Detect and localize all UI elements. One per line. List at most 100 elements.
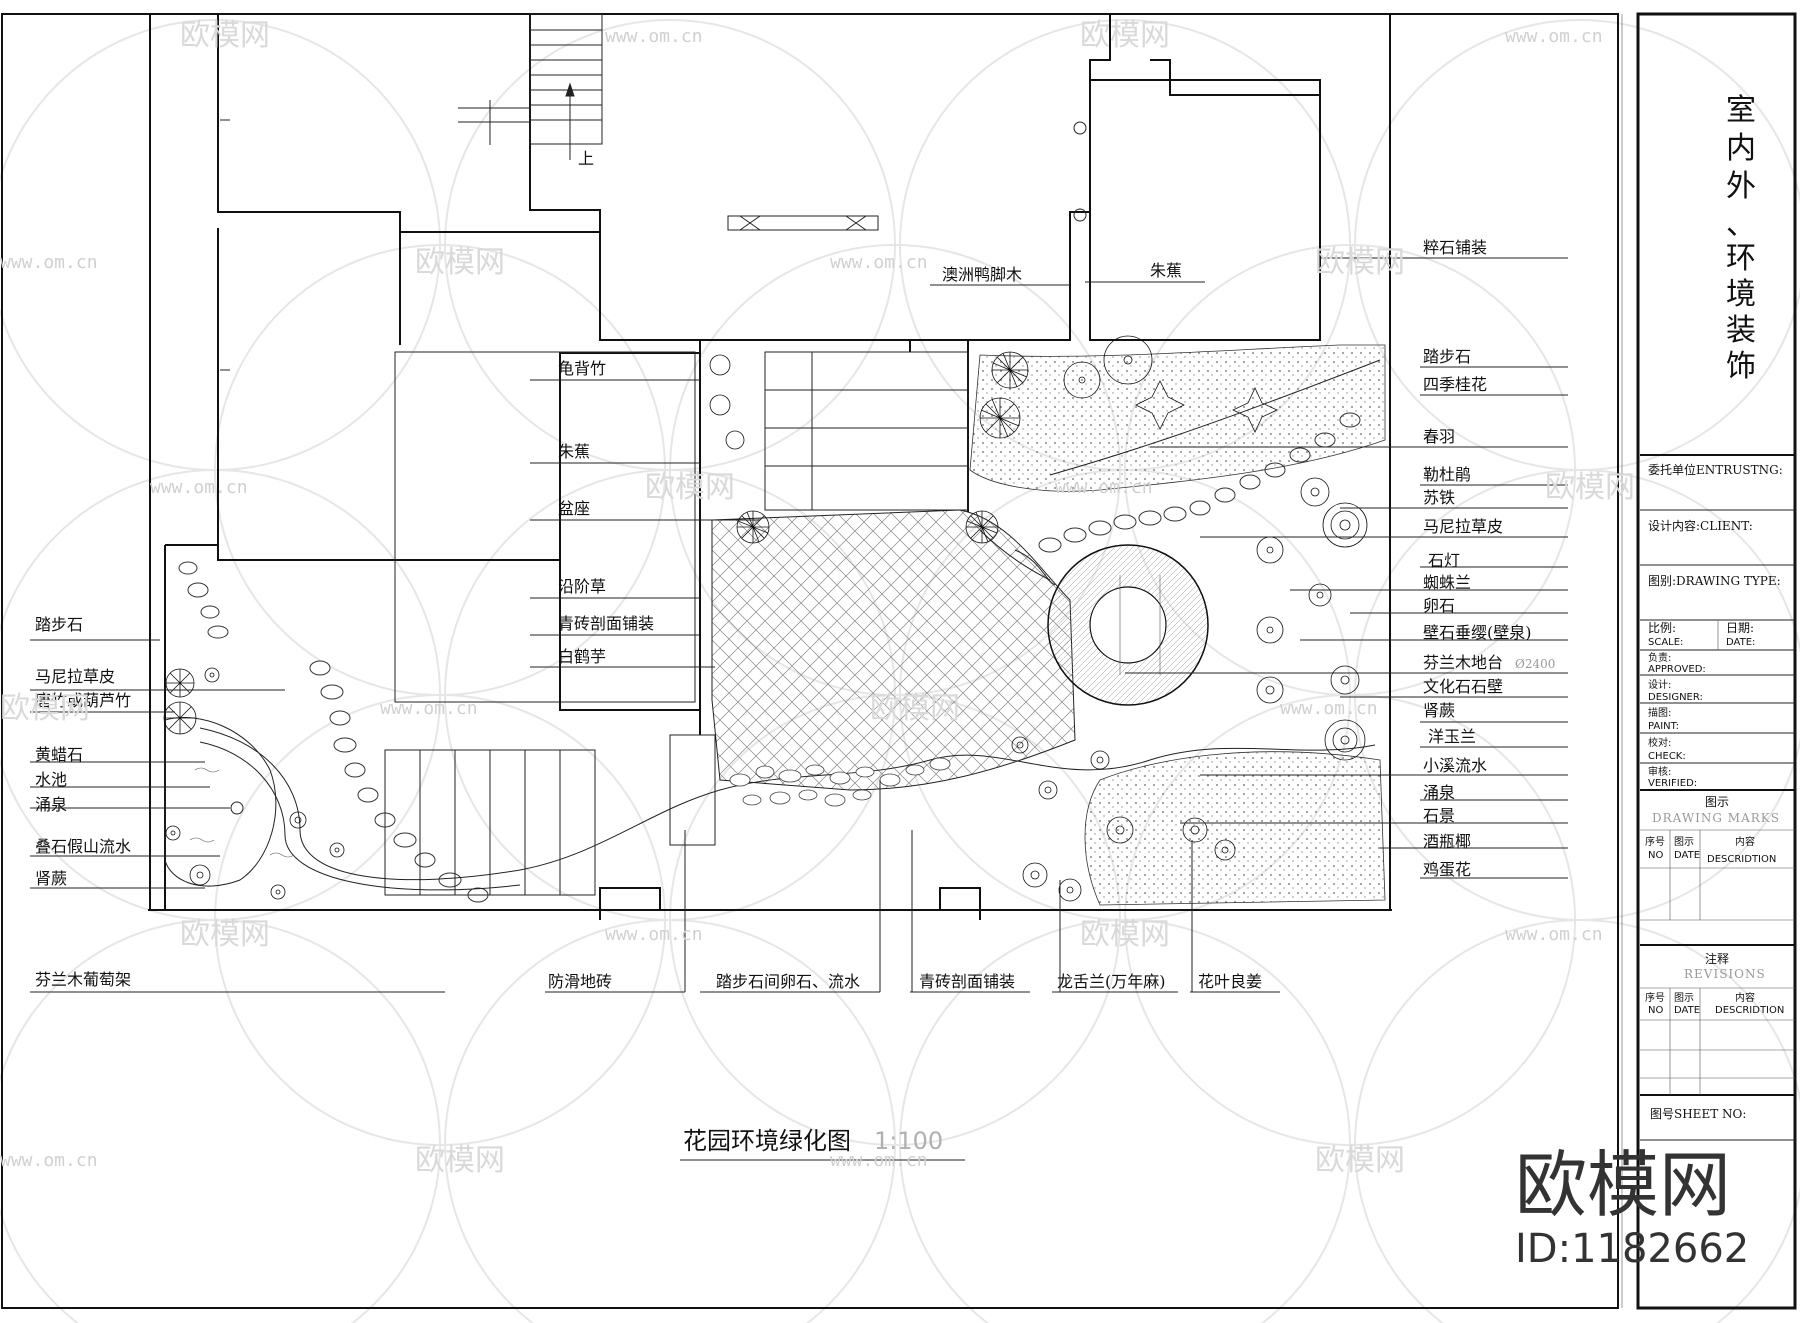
label-luanshi: 卵石	[1423, 596, 1455, 615]
vt-char-6: 境	[1726, 277, 1756, 312]
labels-bottom: 防滑地砖 踏步石间卵石、流水 青砖剖面铺装 龙舌兰(万年麻) 花叶良姜	[548, 972, 1262, 991]
label-jiuping: 酒瓶椰	[1423, 832, 1471, 851]
label-tangzhu: 唐竹或葫芦竹	[35, 691, 131, 710]
label-huaye: 花叶良姜	[1198, 972, 1262, 991]
tb-rev-cn: 注释	[1705, 951, 1729, 966]
sheet-border	[1, 13, 1619, 1309]
window-symbols	[220, 119, 1087, 703]
label-jidanhua: 鸡蛋花	[1423, 860, 1471, 879]
label-shenjue-right: 肾蕨	[1423, 701, 1455, 720]
wm-brand-5: 欧模网	[645, 470, 735, 505]
label-guihua: 四季桂花	[1423, 375, 1487, 394]
label-wenhuashi: 文化石石壁	[1423, 677, 1503, 696]
vt-char-4: 、	[1726, 207, 1756, 242]
wm-url-7: www.om.cn	[380, 698, 478, 719]
tb-paint-cn: 描图:	[1648, 706, 1671, 719]
label-yongquan-right: 涌泉	[1423, 783, 1455, 802]
vt-char-8: 饰	[1726, 349, 1756, 384]
labels-right: 粹石铺装 踏步石 四季桂花 春羽 勒杜鹃 苏铁 马尼拉草皮 石灯 蜘蛛兰 卵石 …	[1423, 238, 1555, 879]
stair-up-label: 上	[578, 149, 594, 168]
plant-symbols	[163, 335, 1368, 902]
tb-scale-cn: 比例:	[1648, 621, 1676, 635]
leader-lines	[30, 257, 1568, 993]
label-yanjiecao: 沿阶草	[558, 577, 606, 596]
drawing-title: 花园环境绿化图 1:100	[680, 1127, 965, 1161]
tb-desc-en: DESCRIDTION	[1707, 854, 1776, 865]
label-cuishi: 粹石铺装	[1423, 238, 1487, 257]
vt-char-7: 装	[1726, 313, 1756, 348]
wm-brand-10: 欧模网	[1080, 917, 1170, 952]
labels-left: 踏步石 马尼拉草皮 唐竹或葫芦竹 黄蜡石 水池 涌泉 叠石假山流水 肾蕨 芬兰木…	[35, 615, 131, 989]
wm-brand-11: 欧模网	[415, 1143, 505, 1178]
wm-url-3: www.om.cn	[0, 252, 98, 273]
pergola	[384, 749, 596, 896]
tb-no2-cn: 序号	[1645, 991, 1665, 1004]
tb-date-en: DATE:	[1726, 637, 1755, 648]
drawing-scale-text: 1:100	[874, 1127, 943, 1155]
tb-date-cn: 日期:	[1726, 621, 1754, 635]
label-shenjue-left: 肾蕨	[35, 869, 67, 888]
label-manila-left: 马尼拉草皮	[35, 667, 115, 686]
label-baiheyu: 白鹤芋	[558, 647, 606, 666]
tb-date2-en: DATE	[1674, 850, 1700, 861]
label-manila-right: 马尼拉草皮	[1423, 517, 1503, 536]
tb-rev-en: REVISIONS	[1684, 967, 1766, 981]
pond-rockery	[164, 716, 295, 887]
label-longshe: 龙舌兰(万年麻)	[1057, 972, 1166, 991]
label-fanghua: 防滑地砖	[548, 972, 612, 991]
lattice-paving	[711, 509, 1076, 791]
wm-url-11: www.om.cn	[0, 1150, 98, 1171]
pebbles-band	[729, 757, 951, 807]
label-chunyu: 春羽	[1423, 427, 1455, 446]
brand-logo-text: 欧模网	[1515, 1143, 1731, 1227]
wm-url-6: www.om.cn	[1055, 477, 1153, 498]
wm-url-10: www.om.cn	[1505, 924, 1603, 945]
wm-brand-9: 欧模网	[180, 917, 270, 952]
label-yazhuomu: 澳洲鸭脚木	[942, 265, 1022, 284]
gravel-area	[969, 344, 1386, 492]
label-ditai: 芬兰木地台	[1423, 653, 1503, 672]
tb-client-unit: 委托单位ENTRUSTNG:	[1648, 462, 1783, 477]
label-zhujiao-top: 朱蕉	[1150, 261, 1182, 280]
label-tabujian: 踏步石间卵石、流水	[716, 972, 860, 991]
tb-date2-cn: 图示	[1674, 836, 1694, 848]
tb-designer-cn: 设计:	[1648, 678, 1671, 691]
watermarks: 欧模网 www.om.cn 欧模网 www.om.cn www.om.cn 欧模…	[0, 18, 1635, 1178]
label-dujuan: 勒杜鹃	[1423, 465, 1471, 484]
tb-approved-en: APPROVED:	[1648, 664, 1706, 675]
title-block	[1636, 12, 1797, 1310]
tb-date3-en: DATE	[1674, 1005, 1700, 1016]
tb-date3-cn: 图示	[1674, 992, 1694, 1004]
wm-url-2: www.om.cn	[1505, 26, 1603, 47]
title-block-vertical-title: 室 内 外 、 环 境 装 饰	[1726, 93, 1756, 384]
wm-url-1: www.om.cn	[605, 26, 703, 47]
wm-brand-3: 欧模网	[415, 245, 505, 280]
tb-desc2-en: DESCRIDTION	[1715, 1005, 1784, 1016]
tb-desc2-cn: 内容	[1735, 991, 1755, 1004]
tb-scale-en: SCALE:	[1648, 637, 1683, 648]
tb-approved-cn: 负责:	[1648, 651, 1671, 664]
label-qingzhuan-bottom: 青砖剖面铺装	[919, 972, 1015, 991]
tb-paint-en: PAINT:	[1648, 721, 1679, 732]
label-zhizhulan: 蜘蛛兰	[1423, 573, 1471, 592]
wm-url-12: www.om.cn	[830, 1150, 928, 1171]
brand-overlay: 欧模网 ID:1182662	[1515, 1143, 1749, 1272]
tb-designer-en: DESIGNER:	[1648, 692, 1703, 703]
tb-marks-cn: 图示	[1705, 795, 1729, 809]
label-yangyulan: 洋玉兰	[1428, 727, 1476, 746]
wm-url-5: www.om.cn	[150, 477, 248, 498]
tb-check-en: CHECK:	[1648, 751, 1686, 762]
wm-brand-12: 欧模网	[1315, 1143, 1405, 1178]
label-sutie: 苏铁	[1423, 488, 1455, 507]
wm-brand-8: 欧模网	[870, 691, 960, 726]
title-block-fields: 委托单位ENTRUSTNG: 设计内容:CLIENT: 图别:DRAWING T…	[1645, 462, 1784, 1121]
wm-url-8: www.om.cn	[1280, 698, 1378, 719]
brand-id-text: ID:1182662	[1515, 1226, 1749, 1272]
label-putaojia: 芬兰木葡萄架	[35, 970, 131, 989]
timber-platform	[1047, 544, 1209, 706]
drawing-title-text: 花园环境绿化图	[683, 1127, 851, 1155]
tb-sheet: 图号SHEET NO:	[1650, 1107, 1746, 1121]
staircase	[458, 13, 603, 160]
label-circle-dim: Ø2400	[1515, 657, 1555, 671]
